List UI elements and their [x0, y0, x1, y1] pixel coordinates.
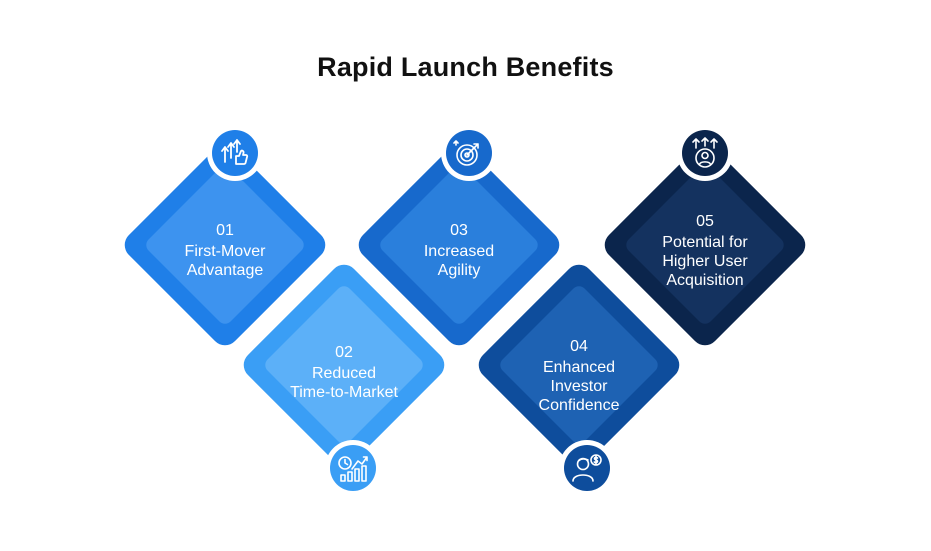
badge-03: [441, 125, 497, 181]
page-title: Rapid Launch Benefits: [317, 52, 614, 82]
benefit-number: 05: [696, 213, 714, 230]
benefit-number: 04: [570, 338, 588, 355]
benefit-number: 01: [216, 222, 234, 239]
benefit-text: Enhanced Investor Confidence: [538, 359, 620, 414]
benefit-number: 03: [450, 222, 468, 239]
badge-04: [559, 440, 615, 496]
benefit-label-05: 05 Potential for Higher User Acquisition: [620, 212, 790, 290]
badge-02: [325, 440, 381, 496]
clock-growth-chart-icon: [338, 456, 368, 482]
benefit-text: First-Mover Advantage: [184, 243, 266, 279]
benefit-text: Potential for Higher User Acquisition: [662, 234, 748, 289]
benefit-label-03: 03 Increased Agility: [374, 221, 544, 280]
user-acquisition-icon: [692, 137, 718, 168]
badge-05: [677, 125, 733, 181]
growth-arrows-thumbs-up-icon: [221, 139, 249, 165]
benefit-label-01: 01 First-Mover Advantage: [140, 221, 310, 280]
benefit-label-04: 04 Enhanced Investor Confidence: [494, 337, 664, 415]
investor-dollar-icon: [572, 454, 602, 482]
target-arrows-icon: [453, 140, 479, 166]
benefit-text: Increased Agility: [423, 243, 495, 279]
benefit-number: 02: [335, 344, 353, 361]
benefit-label-02: 02 Reduced Time-to-Market: [259, 343, 429, 402]
badge-01: [207, 125, 263, 181]
benefit-text: Reduced Time-to-Market: [290, 365, 398, 401]
